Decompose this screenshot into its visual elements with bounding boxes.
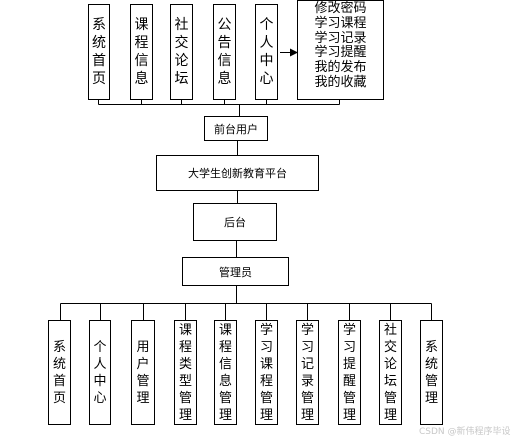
item-my-favorites: 我的收藏 (314, 74, 367, 90)
watermark: CSDN @新伟程序毕设 (419, 427, 511, 437)
bottom-module-home: 系统首页 (48, 320, 71, 425)
bottom-module-course-info-management: 课程信息管理 (214, 320, 237, 425)
item-study-record: 学习记录 (314, 30, 367, 46)
item-my-posts: 我的发布 (314, 60, 367, 76)
item-change-password: 修改密码 (314, 1, 367, 16)
bottom-module-study-reminder-management: 学习提醒管理 (338, 320, 361, 425)
bottom-module-study-record-management: 学习记录管理 (296, 320, 319, 425)
platform-node: 大学生创新教育平台 (156, 155, 319, 191)
top-module-announcements: 公告信息 (213, 4, 236, 100)
bottom-module-forum-management: 社交论坛管理 (379, 320, 402, 425)
bottom-module-user-management: 用户管理 (131, 320, 155, 425)
top-module-personal-center: 个人中心 (255, 4, 278, 100)
bottom-module-course-type-management: 课程类型管理 (174, 320, 197, 425)
bottom-module-study-course-management: 学习课程管理 (255, 320, 278, 425)
admin-node: 管理员 (182, 257, 289, 286)
front-user-node: 前台用户 (204, 116, 268, 141)
personal-center-items: 修改密码 学习课程 学习记录 学习提醒 我的发布 我的收藏 (297, 0, 384, 100)
top-module-forum: 社交论坛 (170, 4, 193, 100)
bottom-module-personal-center: 个人中心 (89, 320, 111, 425)
backend-node: 后台 (193, 203, 277, 241)
item-study-course: 学习课程 (314, 15, 367, 31)
top-module-home: 系统首页 (88, 4, 110, 100)
item-study-reminder: 学习提醒 (314, 45, 367, 61)
top-module-course-info: 课程信息 (130, 4, 153, 100)
bottom-module-system-management: 系统管理 (420, 320, 443, 425)
